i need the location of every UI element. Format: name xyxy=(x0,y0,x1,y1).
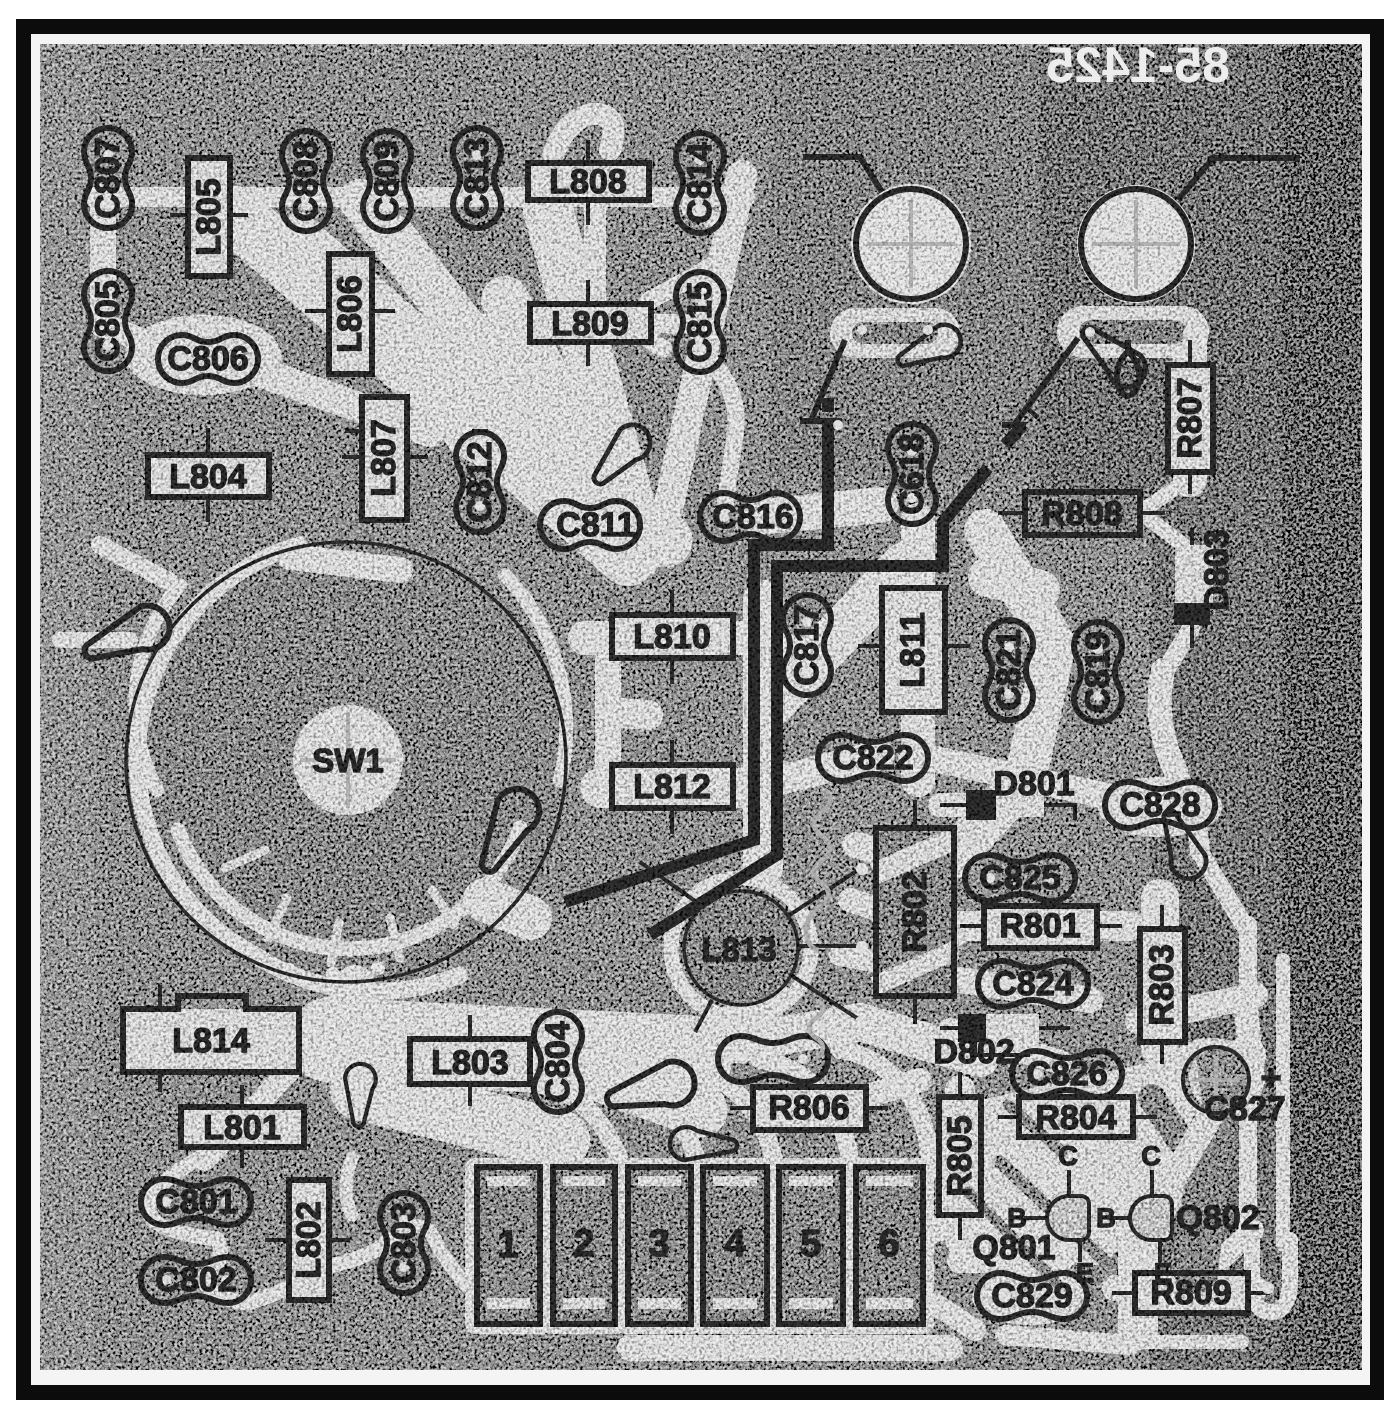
svg-text:85-1425: 85-1425 xyxy=(1047,37,1231,93)
